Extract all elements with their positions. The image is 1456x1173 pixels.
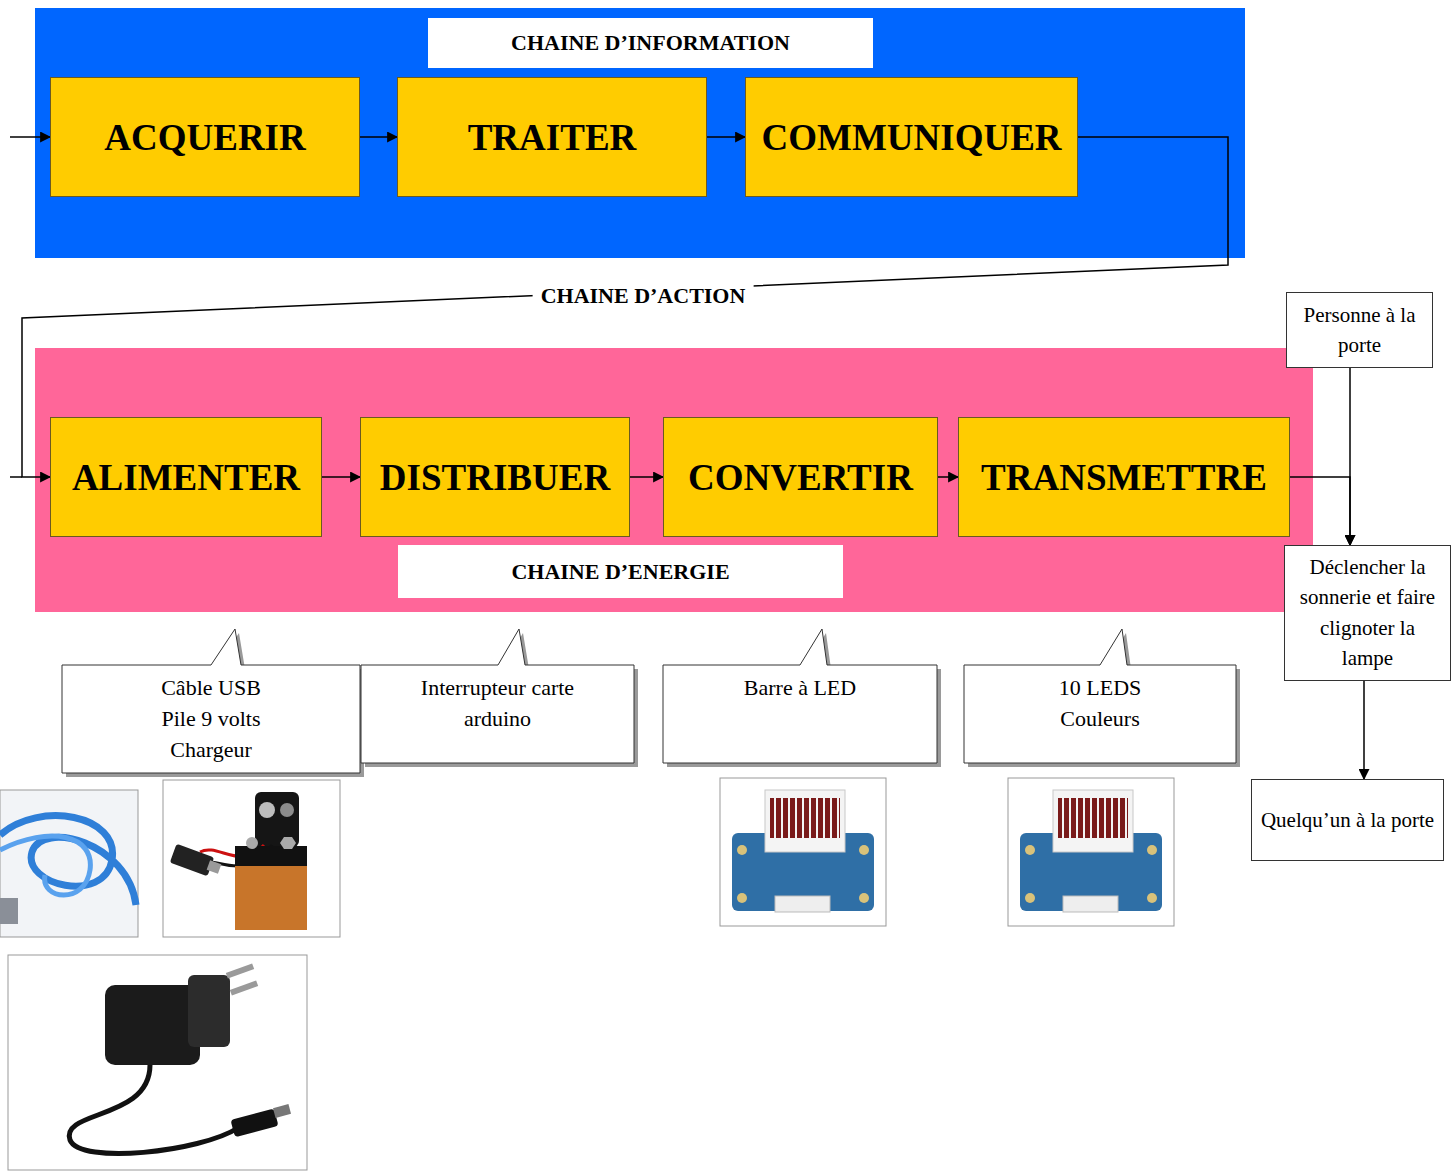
node-text: COMMUNIQUER bbox=[761, 116, 1061, 159]
node-text: Déclencher la sonnerie et faire clignote… bbox=[1293, 552, 1442, 674]
node-text: Quelqu’un à la porte bbox=[1261, 805, 1434, 835]
function-box: CONVERTIR bbox=[663, 417, 938, 537]
node-text: Barre à LED bbox=[744, 673, 856, 704]
information-band bbox=[35, 8, 1245, 258]
function-box: TRANSMETTRE bbox=[958, 417, 1290, 537]
node-text: DISTRIBUER bbox=[380, 456, 610, 499]
flow-arrow bbox=[360, 136, 397, 138]
input-stub bbox=[10, 476, 22, 478]
information-band: CHAINE D’INFORMATION ACQUERIR TRAITER COMMU… bbox=[35, 8, 1245, 258]
node-text: Interrupteur carte arduino bbox=[398, 673, 598, 735]
flow-arrow bbox=[938, 476, 958, 478]
flow-arrow bbox=[1290, 477, 1350, 545]
node-text: Personne à la porte bbox=[1295, 300, 1424, 361]
edge-label: CHAINE D’ACTION bbox=[533, 283, 754, 309]
led-bar-photo bbox=[1008, 778, 1174, 926]
node-text: 10 LEDS Couleurs bbox=[1043, 673, 1158, 735]
energy-band: CHAINE D’ENERGIE ALIMENTER DISTRIBUER CONVE… bbox=[35, 348, 1313, 612]
function-box: DISTRIBUER bbox=[360, 417, 630, 537]
charger-photo bbox=[8, 955, 307, 1170]
usb-cable-photo bbox=[0, 790, 138, 937]
callout-bubble: Câble USB Pile 9 volts Chargeur bbox=[62, 665, 360, 773]
callout-bubble: 10 LEDS Couleurs bbox=[964, 665, 1236, 763]
flow-arrow bbox=[1349, 368, 1351, 545]
energy-band bbox=[35, 348, 1313, 612]
node-text: Câble USB Pile 9 volts Chargeur bbox=[149, 673, 274, 765]
function-box: ALIMENTER bbox=[50, 417, 322, 537]
node-text: TRAITER bbox=[468, 116, 637, 159]
function-box: ACQUERIR bbox=[50, 77, 360, 197]
node-text: TRANSMETTRE bbox=[981, 456, 1267, 499]
callout-bubble: Interrupteur carte arduino bbox=[361, 665, 634, 763]
band-heading: CHAINE D’INFORMATION bbox=[428, 18, 873, 68]
node-text: ALIMENTER bbox=[72, 456, 300, 499]
action-box: Déclencher la sonnerie et faire clignote… bbox=[1284, 545, 1451, 681]
node-text: CONVERTIR bbox=[688, 456, 913, 499]
led-bar-photo bbox=[720, 778, 886, 926]
band-heading: CHAINE D’ENERGIE bbox=[398, 545, 843, 598]
battery-photo bbox=[163, 780, 340, 937]
function-box: COMMUNIQUER bbox=[745, 77, 1078, 197]
flow-arrow bbox=[707, 136, 745, 138]
flow-arrow bbox=[322, 476, 360, 478]
input-arrow bbox=[10, 136, 50, 138]
flow-arrow bbox=[630, 476, 663, 478]
event-box: Personne à la porte bbox=[1286, 292, 1433, 368]
result-box: Quelqu’un à la porte bbox=[1251, 779, 1444, 861]
callout-bubble: Barre à LED bbox=[663, 665, 937, 763]
node-text: ACQUERIR bbox=[104, 116, 305, 159]
flow-arrow bbox=[1363, 681, 1365, 779]
function-box: TRAITER bbox=[397, 77, 707, 197]
